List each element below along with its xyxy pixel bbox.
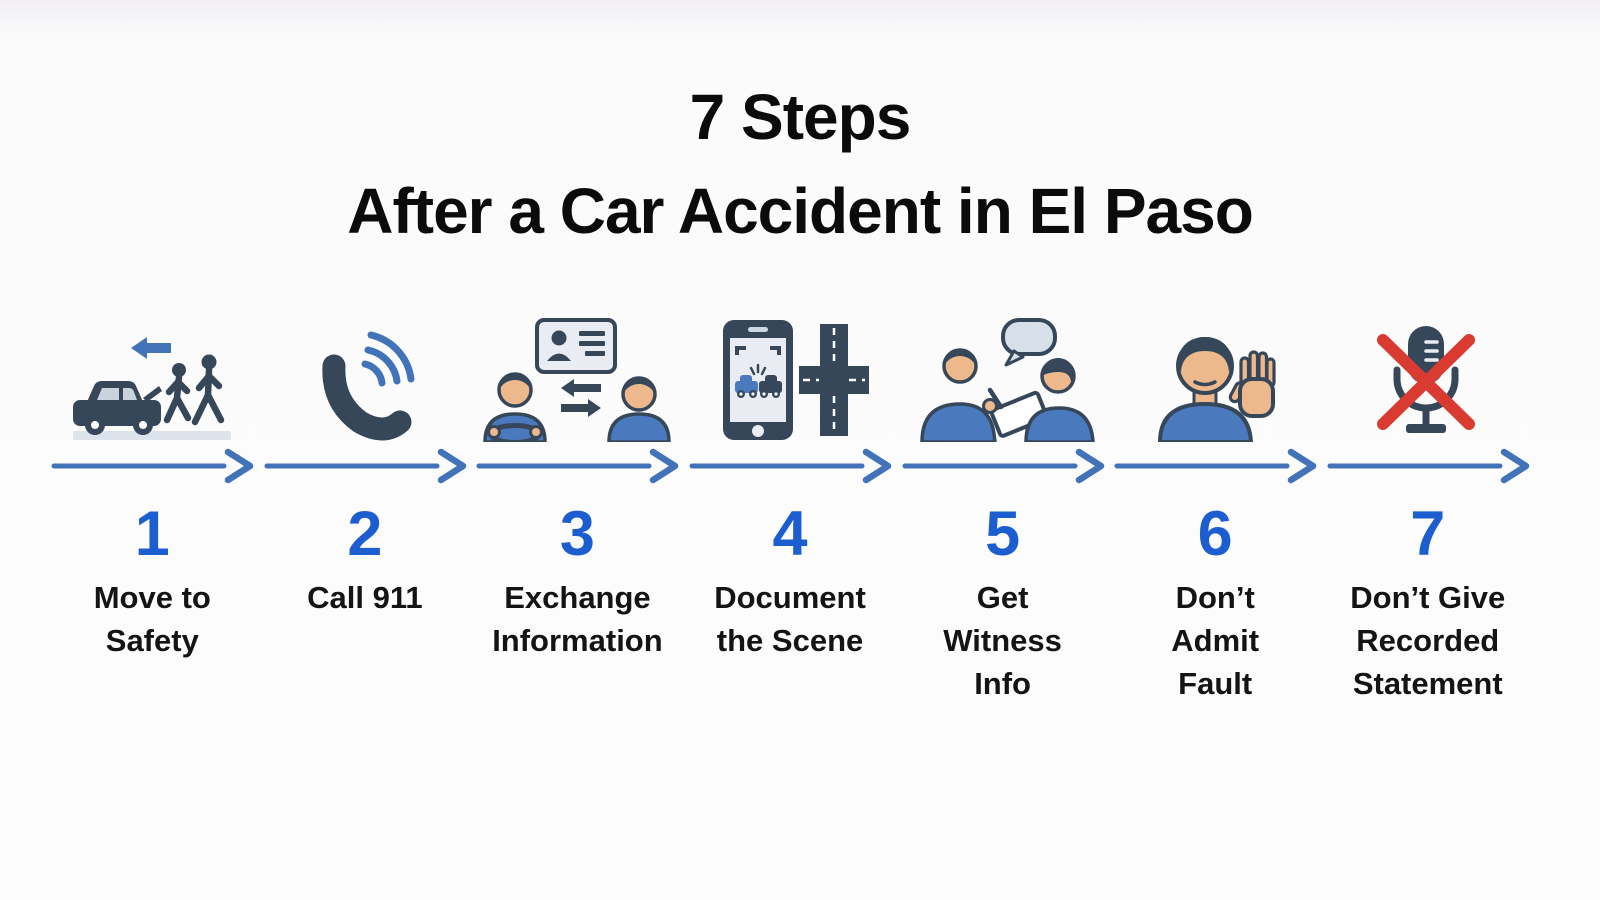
step-label-4: Document the Scene: [714, 580, 866, 658]
step-exchange-information: 3 Exchange Information: [471, 310, 684, 705]
step-label-2: Call 911: [307, 580, 423, 615]
step-call-911: 2 Call 911: [259, 310, 472, 705]
step-label-6: Don’t Admit Fault: [1171, 580, 1260, 701]
timeline-arrow: [684, 448, 897, 484]
steps-row: 1 Move to Safety: [46, 310, 1534, 705]
witness-conversation-icon: [896, 310, 1109, 442]
step-dont-give-recorded-statement: 7 Don’t Give Recorded Statement: [1321, 310, 1534, 705]
red-x-icon: [1376, 334, 1475, 430]
step-number-7: 7: [1410, 499, 1446, 569]
title-line-1: 7 Steps: [689, 81, 912, 153]
timeline-arrow: [1321, 448, 1534, 484]
step-label-3: Exchange Information: [492, 580, 663, 658]
phone-camera-road-icon: [684, 310, 897, 442]
timeline-arrow: [896, 448, 1109, 484]
page-title: 7 Steps After a Car Accident in El Paso: [0, 0, 1600, 258]
timeline-arrow: [46, 448, 259, 484]
speech-bubble-icon: [1000, 318, 1057, 356]
signal-waves-icon: [361, 331, 415, 387]
phone-call-icon: [259, 310, 472, 442]
stop-hand-icon: [1109, 310, 1322, 442]
step-number-1: 1: [134, 499, 170, 569]
step-number-3: 3: [559, 499, 595, 569]
step-get-witness-info: 5 Get Witness Info: [896, 310, 1109, 705]
step-number-5: 5: [985, 499, 1021, 569]
infographic: 7 Steps After a Car Accident in El Paso: [0, 0, 1600, 705]
timeline-arrow: [1109, 448, 1322, 484]
step-label-5: Get Witness Info: [943, 580, 1062, 701]
step-number-2: 2: [347, 499, 383, 569]
title-line-2: After a Car Accident in El Paso: [347, 175, 1254, 247]
step-number-6: 6: [1197, 499, 1233, 569]
notepad-icon: [989, 390, 1049, 438]
step-dont-admit-fault: 6 Don’t Admit Fault: [1109, 310, 1322, 705]
step-move-to-safety: 1 Move to Safety: [46, 310, 259, 705]
step-document-the-scene: 4 Document the Scene: [684, 310, 897, 705]
step-label-7: Don’t Give Recorded Statement: [1350, 580, 1506, 701]
left-arrow-icon: [131, 337, 172, 359]
car-pedestrians-icon: [46, 310, 259, 442]
no-recording-icon: [1321, 310, 1534, 442]
pen-icon: [987, 387, 1003, 410]
timeline-arrow: [471, 448, 684, 484]
raised-palm-icon: [1228, 350, 1276, 418]
timeline-arrow: [259, 448, 472, 484]
exchange-info-icon: [471, 310, 684, 442]
step-number-4: 4: [772, 499, 808, 569]
step-label-1: Move to Safety: [93, 580, 211, 658]
